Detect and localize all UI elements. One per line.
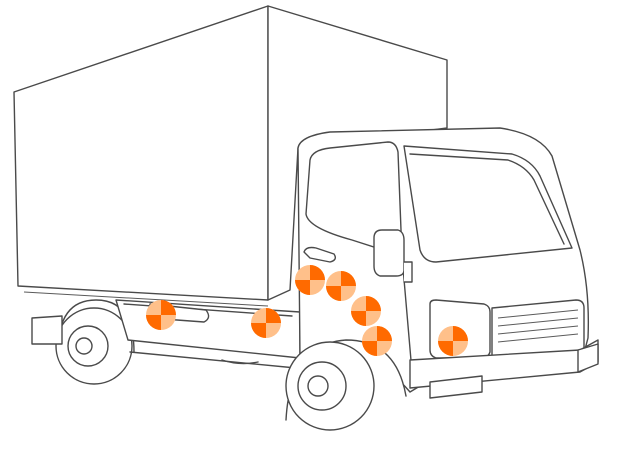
front-hub (307, 375, 329, 397)
markers-layer (146, 265, 468, 356)
grille-bar-2 (497, 317, 579, 327)
cargo-box-side (13, 5, 269, 301)
mirror-arm (403, 261, 413, 283)
fog-light (429, 375, 483, 399)
grille-bar-4 (497, 333, 579, 343)
door-handle (303, 246, 337, 263)
front-wheel (285, 339, 407, 431)
grille-panel (491, 299, 585, 359)
grille-bar-1 (497, 309, 579, 319)
crash-test-target-icon (351, 296, 381, 326)
windshield-inner (409, 153, 565, 245)
cab-door-window (305, 141, 403, 257)
grille-bar-3 (497, 325, 579, 335)
chassis-underline (129, 351, 297, 369)
crash-test-target-icon (251, 308, 281, 338)
crash-test-target-icon (438, 326, 468, 356)
step-plate (577, 343, 599, 373)
rear-bumper (31, 315, 63, 345)
rear-hub (75, 337, 93, 355)
crash-test-target-icon (295, 265, 325, 295)
exhaust-pipe (221, 359, 259, 365)
cargo-box (13, 5, 448, 307)
side-mirror (373, 229, 405, 277)
cargo-box-bottom-edge (23, 291, 269, 307)
door-seam (401, 255, 413, 373)
crash-test-target-icon (362, 326, 392, 356)
crash-test-target-icon (146, 300, 176, 330)
rear-wheel (55, 299, 135, 385)
crash-test-target-icon (326, 271, 356, 301)
cab (297, 127, 599, 399)
